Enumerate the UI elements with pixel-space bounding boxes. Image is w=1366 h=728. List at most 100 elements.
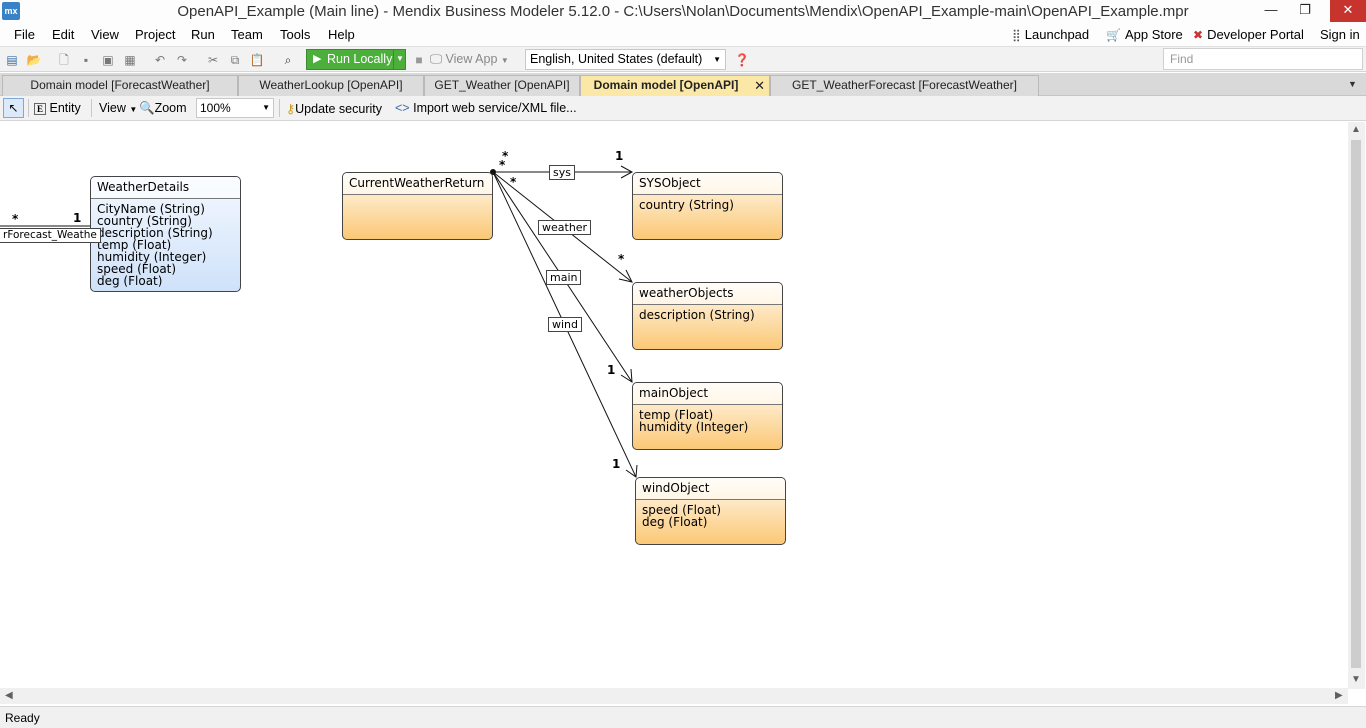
find-input[interactable]: Find bbox=[1163, 48, 1363, 70]
view-app-label: View App bbox=[445, 52, 498, 66]
association-label-wind[interactable]: wind bbox=[548, 317, 583, 332]
zoom-level-select[interactable]: 100% ▼ bbox=[196, 98, 274, 118]
attribute[interactable]: CityName (String) bbox=[97, 202, 205, 216]
stop-icon[interactable]: ■ bbox=[415, 53, 423, 67]
tab-weatherlookup[interactable]: WeatherLookup [OpenAPI] bbox=[238, 75, 424, 96]
key-icon: ⚷ bbox=[286, 102, 296, 116]
scroll-down-icon[interactable]: ▼ bbox=[1351, 674, 1361, 685]
save-icon[interactable]: ▪ bbox=[83, 53, 89, 67]
entity-currentweatherreturn[interactable]: CurrentWeatherReturn bbox=[342, 172, 493, 240]
launchpad-link[interactable]: ⣿Launchpad bbox=[1012, 27, 1089, 42]
close-tab-icon[interactable]: ✕ bbox=[754, 78, 765, 93]
menu-help[interactable]: Help bbox=[328, 27, 355, 42]
import-ws-label: Import web service/XML file... bbox=[413, 101, 577, 115]
attribute[interactable]: speed (Float) bbox=[97, 262, 177, 276]
entity-attributes: description (String) bbox=[633, 305, 782, 325]
scroll-left-icon[interactable]: ◀ bbox=[5, 690, 13, 701]
entity-name: CurrentWeatherReturn bbox=[343, 173, 492, 195]
undo-icon[interactable]: ↶ bbox=[154, 53, 166, 67]
new-document-icon[interactable]: 🗋 bbox=[59, 53, 69, 67]
attribute[interactable]: country (String) bbox=[639, 198, 734, 212]
find-binoculars-icon[interactable]: ⌕ bbox=[284, 53, 292, 67]
entity-sysobject[interactable]: SYSObject country (String) bbox=[632, 172, 783, 240]
zoom-button[interactable]: 🔍Zoom bbox=[139, 101, 187, 116]
association-label-main[interactable]: main bbox=[546, 270, 582, 285]
paste-icon[interactable]: 📋 bbox=[249, 53, 265, 67]
tools-icon: ✖ bbox=[1193, 28, 1204, 42]
menu-view[interactable]: View bbox=[91, 27, 119, 42]
language-select[interactable]: English, United States (default) ▼ bbox=[525, 49, 726, 70]
multiplicity-many: * bbox=[12, 212, 19, 226]
entity-attributes: temp (Float) humidity (Integer) bbox=[633, 405, 782, 437]
app-icon: mx bbox=[2, 2, 20, 20]
scroll-up-icon[interactable]: ▲ bbox=[1351, 124, 1361, 135]
minimize-button[interactable]: — bbox=[1264, 2, 1278, 17]
menu-edit[interactable]: Edit bbox=[52, 27, 75, 42]
help-icon[interactable]: ❓ bbox=[734, 53, 750, 67]
attribute[interactable]: deg (Float) bbox=[642, 515, 708, 529]
print-icon[interactable]: ▦ bbox=[124, 53, 136, 67]
sign-in-link[interactable]: Sign in bbox=[1320, 27, 1360, 42]
redo-icon[interactable]: ↷ bbox=[176, 53, 188, 67]
entity-weatherobjects[interactable]: weatherObjects description (String) bbox=[632, 282, 783, 350]
document-tabs: Domain model [ForecastWeather] WeatherLo… bbox=[0, 73, 1366, 96]
copy-icon[interactable]: ⧉ bbox=[230, 53, 240, 67]
view-app-button[interactable]: 🖵 View App ▼ bbox=[430, 52, 509, 67]
tab-domain-model-forecastweather[interactable]: Domain model [ForecastWeather] bbox=[2, 75, 238, 96]
menu-bar: File Edit View Project Run Team Tools He… bbox=[0, 24, 1366, 46]
domain-model-canvas[interactable]: WeatherDetails CityName (String) country… bbox=[0, 122, 1348, 688]
cut-icon[interactable]: ✂ bbox=[207, 53, 219, 67]
view-dropdown[interactable]: View ▼ bbox=[99, 101, 137, 115]
monitor-icon: 🖵 bbox=[430, 52, 446, 66]
entity-windobject[interactable]: windObject speed (Float) deg (Float) bbox=[635, 477, 786, 545]
attribute[interactable]: temp (Float) bbox=[639, 408, 714, 422]
multiplicity-one: 1 bbox=[615, 149, 624, 163]
tab-label: Domain model [OpenAPI] bbox=[593, 78, 739, 92]
tab-domain-model-openapi[interactable]: Domain model [OpenAPI] ✕ bbox=[580, 75, 770, 96]
add-entity-button[interactable]: E Entity bbox=[34, 101, 81, 115]
association-label-weather[interactable]: weather bbox=[538, 220, 592, 235]
attribute[interactable]: deg (Float) bbox=[97, 274, 163, 288]
app-store-link[interactable]: 🛒App Store bbox=[1106, 27, 1183, 42]
vertical-scroll-thumb[interactable] bbox=[1351, 140, 1361, 668]
attribute[interactable]: description (String) bbox=[639, 308, 755, 322]
entity-attributes: speed (Float) deg (Float) bbox=[636, 500, 785, 532]
menu-team[interactable]: Team bbox=[231, 27, 263, 42]
tab-get-weatherforecast[interactable]: GET_WeatherForecast [ForecastWeather] bbox=[770, 75, 1039, 96]
menu-file[interactable]: File bbox=[14, 27, 35, 42]
attribute[interactable]: humidity (Integer) bbox=[97, 250, 207, 264]
association-label-forecast[interactable]: rForecast_Weathe bbox=[0, 228, 101, 243]
run-options-dropdown[interactable]: ▼ bbox=[393, 49, 406, 70]
menu-run[interactable]: Run bbox=[191, 27, 215, 42]
entity-name: SYSObject bbox=[633, 173, 782, 195]
update-security-button[interactable]: ⚷Update security bbox=[286, 101, 382, 116]
entity-weatherdetails[interactable]: WeatherDetails CityName (String) country… bbox=[90, 176, 241, 292]
association-label-sys[interactable]: sys bbox=[549, 165, 575, 180]
menu-tools[interactable]: Tools bbox=[280, 27, 311, 42]
open-project-icon[interactable]: 📂 bbox=[26, 53, 42, 67]
horizontal-scrollbar[interactable] bbox=[0, 688, 1348, 704]
attribute[interactable]: speed (Float) bbox=[642, 503, 722, 517]
pointer-tool-icon[interactable]: ↖ bbox=[3, 98, 24, 118]
run-locally-button[interactable]: ▶ Run Locally bbox=[306, 49, 406, 70]
scroll-right-icon[interactable]: ▶ bbox=[1335, 690, 1343, 701]
attribute[interactable]: description (String) bbox=[97, 226, 213, 240]
new-project-icon[interactable]: ▤ bbox=[6, 53, 18, 67]
attribute[interactable]: country (String) bbox=[97, 214, 192, 228]
restore-button[interactable]: ❐ bbox=[1299, 2, 1311, 17]
save-all-icon[interactable]: ▣ bbox=[102, 53, 114, 67]
import-web-service-button[interactable]: <> Import web service/XML file... bbox=[395, 101, 577, 115]
tab-get-weather[interactable]: GET_Weather [OpenAPI] bbox=[424, 75, 580, 96]
separator bbox=[91, 99, 92, 117]
tab-list-chevron-icon[interactable]: ▼ bbox=[1348, 79, 1357, 89]
attribute[interactable]: humidity (Integer) bbox=[639, 420, 749, 434]
entity-name: mainObject bbox=[633, 383, 782, 405]
entity-mainobject[interactable]: mainObject temp (Float) humidity (Intege… bbox=[632, 382, 783, 450]
close-window-button[interactable]: ✕ bbox=[1330, 0, 1366, 22]
attribute[interactable]: temp (Float) bbox=[97, 238, 172, 252]
chevron-down-icon: ▼ bbox=[129, 105, 138, 114]
menu-project[interactable]: Project bbox=[135, 27, 176, 42]
entity-name: windObject bbox=[636, 478, 785, 500]
developer-portal-link[interactable]: ✖Developer Portal bbox=[1193, 27, 1304, 42]
multiplicity-many: * bbox=[502, 149, 509, 163]
